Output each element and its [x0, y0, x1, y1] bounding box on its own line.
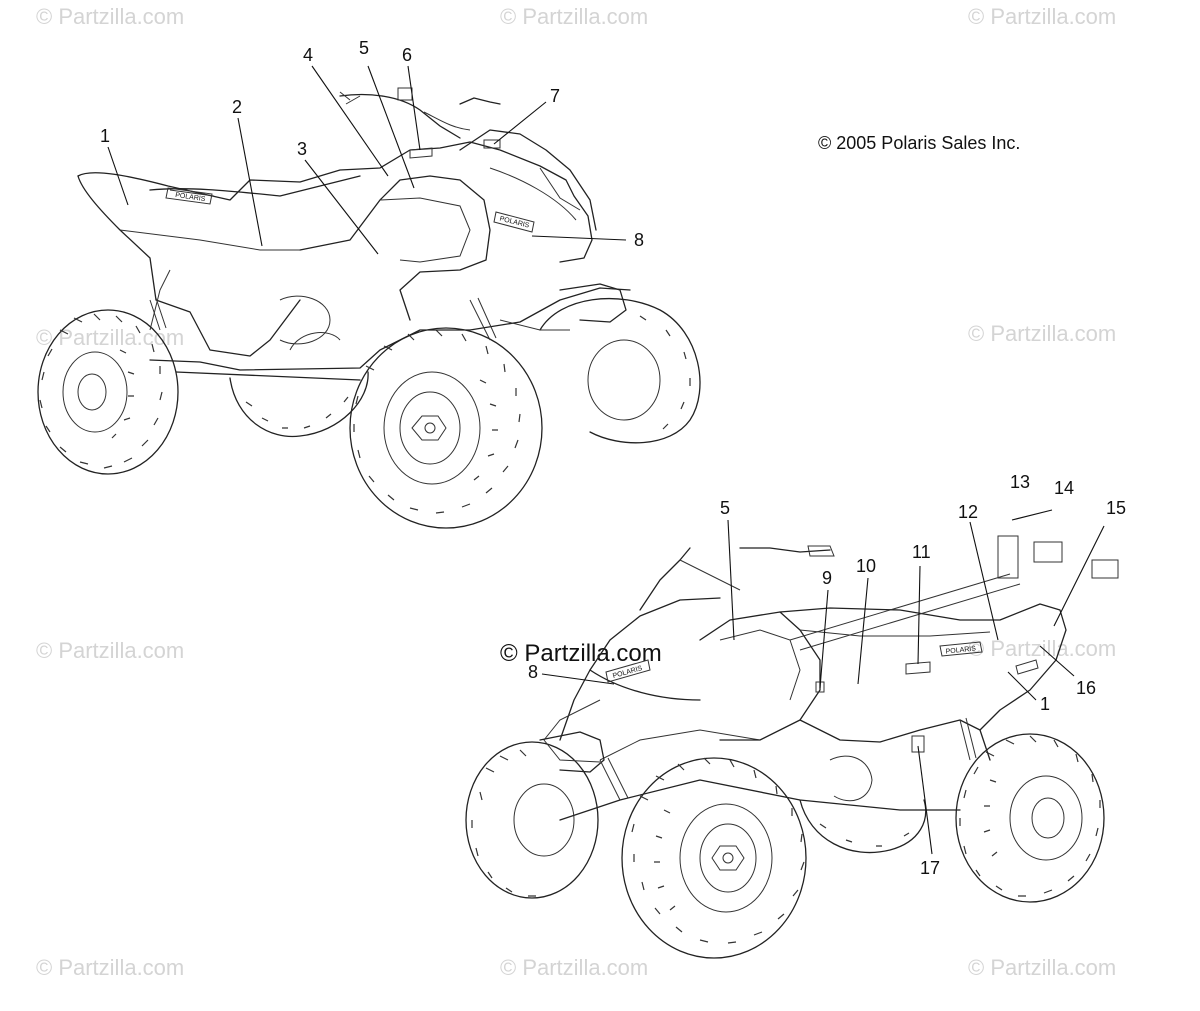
callout-label: 1: [1040, 694, 1050, 714]
decal-brand-text: POLARIS: [612, 665, 643, 680]
callout-label: 4: [303, 45, 313, 65]
decal-polaris-front: POLARIS: [493, 211, 535, 233]
decal-15: [1091, 559, 1119, 579]
callout-label: 5: [359, 38, 369, 58]
watermark: © Partzilla.com: [968, 4, 1117, 29]
callout-label: 14: [1054, 478, 1074, 498]
wheel-front-near: [621, 757, 807, 959]
wheel-front-right: [539, 297, 701, 444]
callout-label: 7: [550, 86, 560, 106]
watermark: © Partzilla.com: [500, 955, 649, 980]
decal-14: [1033, 541, 1063, 563]
copyright-notice: © 2005 Polaris Sales Inc.: [818, 133, 1021, 153]
decal-polaris-rear: POLARIS: [165, 187, 213, 205]
callout-label: 10: [856, 556, 876, 576]
watermark: © Partzilla.com: [968, 955, 1117, 980]
callout-label: 3: [297, 139, 307, 159]
watermark: © Partzilla.com: [36, 638, 185, 663]
leader-lines: [107, 65, 1105, 855]
callout-label: 9: [822, 568, 832, 588]
wheel-rear-near: [955, 733, 1105, 903]
callout-label: 5: [720, 498, 730, 518]
callout-label: 6: [402, 45, 412, 65]
decal-polaris-rear: POLARIS: [939, 641, 983, 657]
atv-bottom-drawing: POLARIS POLARIS: [465, 535, 1119, 959]
decal-brand-text: POLARIS: [175, 192, 206, 203]
watermark: © Partzilla.com: [968, 321, 1117, 346]
watermark: © Partzilla.com: [36, 4, 185, 29]
wheel-front-far: [465, 741, 599, 899]
callout-label: 17: [920, 858, 940, 878]
decal-brand-text: POLARIS: [945, 645, 976, 655]
decal-polaris-front: POLARIS: [605, 659, 651, 683]
callout-label: 2: [232, 97, 242, 117]
watermark-main: © Partzilla.com: [500, 640, 662, 667]
wheel-rear-far: [799, 799, 927, 854]
callout-label: 13: [1010, 472, 1030, 492]
watermark: © Partzilla.com: [500, 4, 649, 29]
wheel-rear-right: [229, 371, 369, 438]
callout-label: 8: [528, 662, 538, 682]
callout-label: 12: [958, 502, 978, 522]
callout-label: 8: [634, 230, 644, 250]
decal-13: [997, 535, 1019, 579]
callout-labels: 1 2 3 4 5 6 7 8 5 8 9 10 11 12 13 14 15 …: [100, 38, 1126, 878]
callout-label: 1: [100, 126, 110, 146]
callout-label: 11: [912, 542, 931, 562]
callout-label: 15: [1106, 498, 1126, 518]
watermark: © Partzilla.com: [36, 955, 185, 980]
callout-label: 16: [1076, 678, 1096, 698]
atv-top-drawing: POLARIS POLARIS: [37, 87, 701, 529]
wheel-front-left: [349, 327, 543, 529]
wheel-rear-left: [37, 309, 179, 475]
